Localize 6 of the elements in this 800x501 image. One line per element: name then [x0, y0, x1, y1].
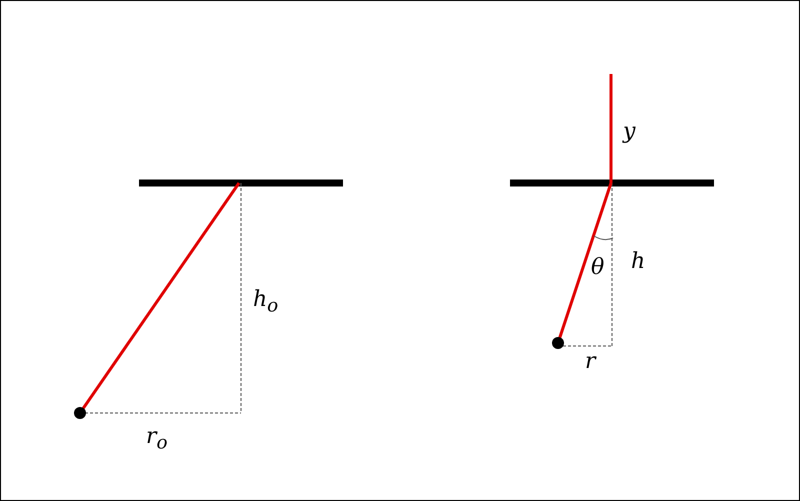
height-label: h$_{o}$ [253, 289, 278, 316]
height-label: h [631, 251, 646, 273]
radius-label: r$_{o}$ [146, 426, 168, 453]
angle-label: θ [591, 257, 604, 279]
displacement-label: y [623, 121, 636, 143]
radius-label: r [585, 351, 596, 373]
